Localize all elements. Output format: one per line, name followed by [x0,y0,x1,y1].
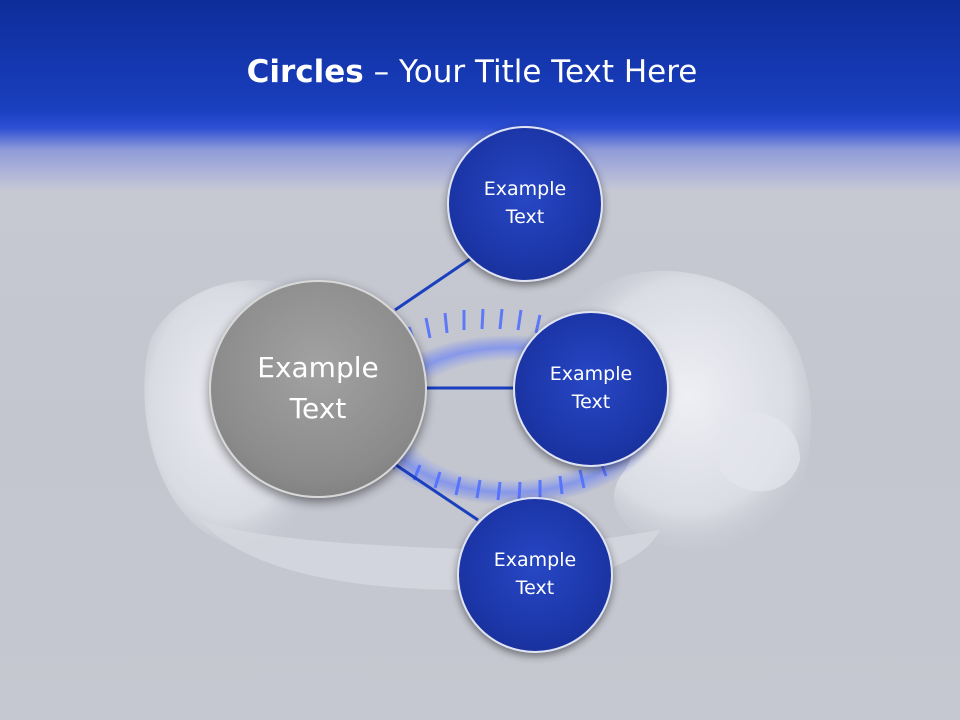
center-circle[interactable]: Example Text [209,280,427,498]
satellite-circle-top[interactable]: Example Text [447,126,603,282]
satellite-circle-label: Example Text [483,178,567,228]
right-thumb-shape [720,412,800,492]
title-bold-word: Circles [246,54,364,90]
satellite-circle-bottom[interactable]: Example Text [457,497,613,653]
title-rest: – Your Title Text Here [363,54,698,90]
connector-line-top [394,253,477,312]
satellite-circle-label: Example Text [549,363,633,413]
center-circle-label: Example Text [257,351,379,425]
slide-title: Circles – Your Title Text Here [0,54,944,90]
connector-line-bottom [395,463,479,522]
satellite-circle-middle[interactable]: Example Text [513,311,669,467]
satellite-circle-label: Example Text [493,549,577,599]
